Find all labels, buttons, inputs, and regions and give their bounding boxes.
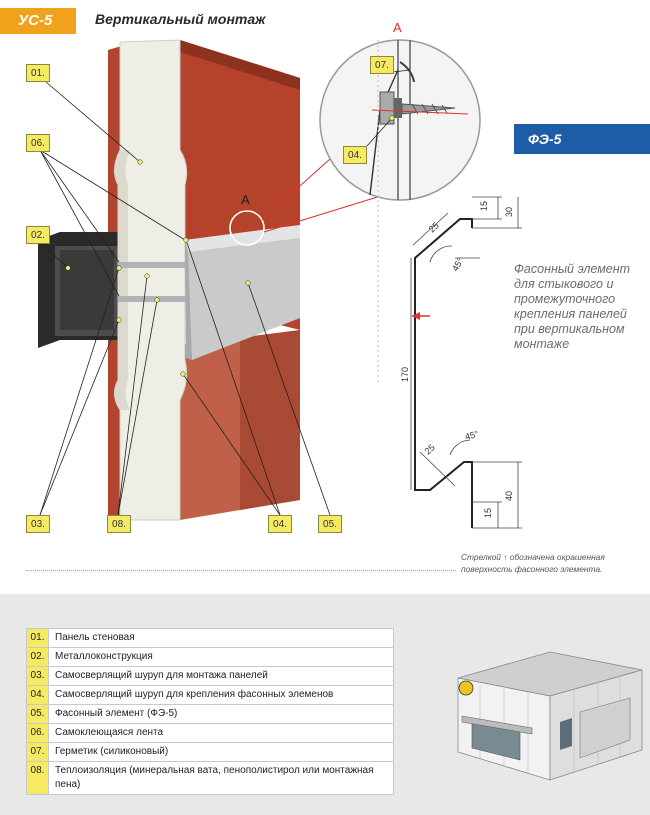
legend-row: 08.Теплоизоляция (минеральная вата, пено… bbox=[26, 761, 394, 795]
legend-row: 01.Панель стеновая bbox=[26, 628, 394, 648]
legend-num: 04. bbox=[26, 685, 49, 705]
legend-table: 01.Панель стеновая 02.Металлоконструкция… bbox=[26, 628, 394, 795]
section-label-detail: А bbox=[393, 20, 402, 35]
legend-num: 08. bbox=[26, 761, 49, 795]
callout-01: 01. bbox=[26, 64, 50, 82]
page-title: Вертикальный монтаж bbox=[95, 11, 266, 27]
dim-top-30: 30 bbox=[504, 207, 514, 217]
legend-num: 02. bbox=[26, 647, 49, 667]
fe-badge: ФЭ-5 bbox=[514, 124, 650, 154]
fe-note-after: обозначена окрашенная поверхность фасонн… bbox=[461, 552, 605, 574]
callout-05: 05. bbox=[318, 515, 342, 533]
legend-row: 06.Самоклеющаяся лента bbox=[26, 723, 394, 743]
dim-bottom-40: 40 bbox=[504, 491, 514, 501]
legend-text: Самосверлящий шуруп для крепления фасонн… bbox=[48, 685, 394, 705]
legend-num: 01. bbox=[26, 628, 49, 648]
flashing-element bbox=[185, 225, 300, 360]
callout-07-detail: 07. bbox=[370, 56, 394, 74]
legend-num: 03. bbox=[26, 666, 49, 686]
legend-text: Самоклеющаяся лента bbox=[48, 723, 394, 743]
legend-row: 03.Самосверлящий шуруп для монтажа панел… bbox=[26, 666, 394, 686]
detail-circle bbox=[319, 39, 481, 201]
fe-description: Фасонный элемент для стыкового и промежу… bbox=[514, 262, 631, 351]
callout-02: 02. bbox=[26, 226, 50, 244]
code-badge: УС-5 bbox=[0, 8, 76, 34]
dim-height-170: 170 bbox=[400, 367, 410, 382]
dim-bottom-angle: 45° bbox=[464, 429, 480, 442]
dim-bottom-15: 15 bbox=[483, 508, 493, 518]
legend-text: Металлоконструкция bbox=[48, 647, 394, 667]
legend-row: 05.Фасонный элемент (ФЭ-5) bbox=[26, 704, 394, 724]
callout-04-detail: 04. bbox=[343, 146, 367, 164]
legend-num: 07. bbox=[26, 742, 49, 762]
legend-text: Панель стеновая bbox=[48, 628, 394, 648]
callout-03: 03. bbox=[26, 515, 50, 533]
legend-num: 06. bbox=[26, 723, 49, 743]
building-illustration bbox=[457, 651, 643, 781]
section-label-model: А bbox=[241, 192, 250, 207]
fe-note-before: Стрелкой bbox=[461, 552, 501, 562]
legend-text: Самосверлящий шуруп для монтажа панелей bbox=[48, 666, 394, 686]
legend-text: Фасонный элемент (ФЭ-5) bbox=[48, 704, 394, 724]
separator bbox=[26, 570, 456, 571]
callout-08: 08. bbox=[107, 515, 131, 533]
legend-text: Герметик (силиконовый) bbox=[48, 742, 394, 762]
dim-top-25: 25 bbox=[427, 220, 441, 234]
dim-top-angle: 45° bbox=[450, 256, 466, 273]
dim-bottom-25: 25 bbox=[423, 442, 437, 456]
fe-note: Стрелкой ↑ обозначена окрашенная поверхн… bbox=[461, 551, 650, 575]
legend-row: 04.Самосверлящий шуруп для крепления фас… bbox=[26, 685, 394, 705]
legend-row: 02.Металлоконструкция bbox=[26, 647, 394, 667]
assembly-illustration: А А bbox=[38, 20, 522, 529]
callout-04: 04. bbox=[268, 515, 292, 533]
legend-num: 05. bbox=[26, 704, 49, 724]
legend-row: 07.Герметик (силиконовый) bbox=[26, 742, 394, 762]
profile-drawing bbox=[414, 218, 473, 528]
dim-top-15: 15 bbox=[479, 201, 489, 211]
arrow-up-icon: ↑ bbox=[503, 552, 508, 562]
callout-06: 06. bbox=[26, 134, 50, 152]
legend-text: Теплоизоляция (минеральная вата, пенопол… bbox=[48, 761, 394, 795]
